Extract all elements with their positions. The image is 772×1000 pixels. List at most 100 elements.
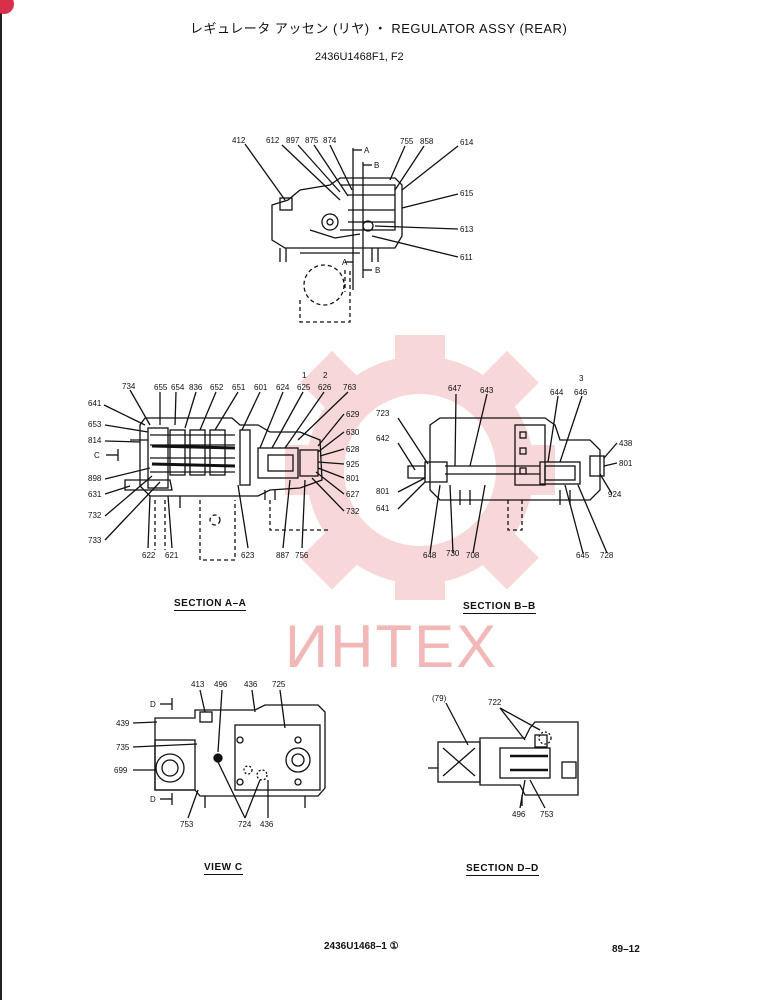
label-643: 643 [480,386,494,395]
label-723: 723 [376,409,390,418]
label-651: 651 [232,383,246,392]
label-801-b-left: 801 [376,487,390,496]
label-753-c: 753 [180,820,194,829]
label-735: 735 [116,743,130,752]
drawing-number: 2436U1468–1 ① [324,941,399,952]
label-756: 756 [295,551,309,560]
label-897: 897 [286,136,300,145]
label-730: 730 [446,549,460,558]
section-a-a-labels: 734 655 654 836 652 651 601 624 625 626 … [88,371,360,560]
label-814: 814 [88,436,102,445]
marker-d-top: D [150,700,156,709]
label-496-c: 496 [214,680,228,689]
label-627: 627 [346,490,360,499]
label-753-d: 753 [540,810,554,819]
label-624: 624 [276,383,290,392]
label-755: 755 [400,137,414,146]
section-d-d-labels: (79) 722 496 753 [432,694,554,819]
label-734: 734 [122,382,136,391]
label-615: 615 [460,189,474,198]
label-622: 622 [142,551,156,560]
label-647: 647 [448,384,462,393]
page-title: レギュレータ アッセン (リヤ) ・ REGULATOR ASSY (REAR) [190,21,568,36]
section-b-b-title: SECTION B–B [463,601,536,614]
label-612: 612 [266,136,280,145]
label-652: 652 [210,383,224,392]
label-413: 413 [191,680,205,689]
label-836: 836 [189,383,203,392]
label-629: 629 [346,410,360,419]
label-641-b: 641 [376,504,390,513]
label-858: 858 [420,137,434,146]
top-view [244,143,459,323]
label-623: 623 [241,551,255,560]
label-887: 887 [276,551,290,560]
label-801-a: 801 [346,474,360,483]
label-2: 2 [323,371,328,380]
label-628: 628 [346,445,360,454]
label-645: 645 [576,551,590,560]
label-613: 613 [460,225,474,234]
marker-b-bottom: B [375,266,380,275]
marker-c: C [94,451,100,460]
label-439: 439 [116,719,130,728]
label-722: 722 [488,698,502,707]
label-1: 1 [302,371,307,380]
section-a-a-drawing [103,389,349,561]
label-924: 924 [608,490,622,499]
marker-a-bottom: A [342,258,348,267]
label-611: 611 [460,253,473,262]
marker-a-top: A [364,146,370,155]
label-614: 614 [460,138,474,147]
label-699: 699 [114,766,128,775]
label-708: 708 [466,551,480,560]
section-d-d-title: SECTION D–D [466,863,539,876]
label-728: 728 [600,551,614,560]
label-874: 874 [323,136,337,145]
label-648: 648 [423,551,437,560]
label-631: 631 [88,490,102,499]
label-733: 733 [88,536,102,545]
label-3: 3 [579,374,584,383]
marker-b-top: B [374,161,379,170]
view-c-labels: 413 496 436 725 439 735 699 D D 753 724 … [114,680,286,829]
label-732-left: 732 [88,511,102,520]
label-653: 653 [88,420,102,429]
left-border [0,0,2,1000]
label-642: 642 [376,434,390,443]
label-898: 898 [88,474,102,483]
label-630: 630 [346,428,360,437]
page-number: 89–12 [612,944,640,955]
label-641: 641 [88,399,102,408]
label-625: 625 [297,383,311,392]
marker-d-bottom: D [150,795,156,804]
view-c-drawing [132,689,326,819]
label-496-d: 496 [512,810,526,819]
label-79: (79) [432,694,447,703]
label-655: 655 [154,383,168,392]
top-view-labels: 412 612 897 875 874 755 858 614 615 613 … [232,136,474,275]
label-436-top: 436 [244,680,258,689]
label-875: 875 [305,136,319,145]
section-b-b-drawing [397,393,618,554]
label-763: 763 [343,383,357,392]
section-b-b-labels: 647 643 3 644 646 723 642 438 801 801 64… [376,374,633,560]
label-621: 621 [165,551,179,560]
label-626: 626 [318,383,332,392]
label-654: 654 [171,383,185,392]
label-646: 646 [574,388,588,397]
label-732-right: 732 [346,507,360,516]
label-724: 724 [238,820,252,829]
part-number: 2436U1468F1, F2 [315,51,404,63]
label-601: 601 [254,383,268,392]
label-436-bottom: 436 [260,820,274,829]
view-c-title: VIEW C [204,862,243,875]
section-a-a-title: SECTION A–A [174,598,247,611]
watermark-text: ИНТЕХ [285,613,499,680]
label-801-b-right: 801 [619,459,633,468]
label-725: 725 [272,680,286,689]
corner-badge [0,0,14,14]
label-412: 412 [232,136,246,145]
label-438: 438 [619,439,633,448]
